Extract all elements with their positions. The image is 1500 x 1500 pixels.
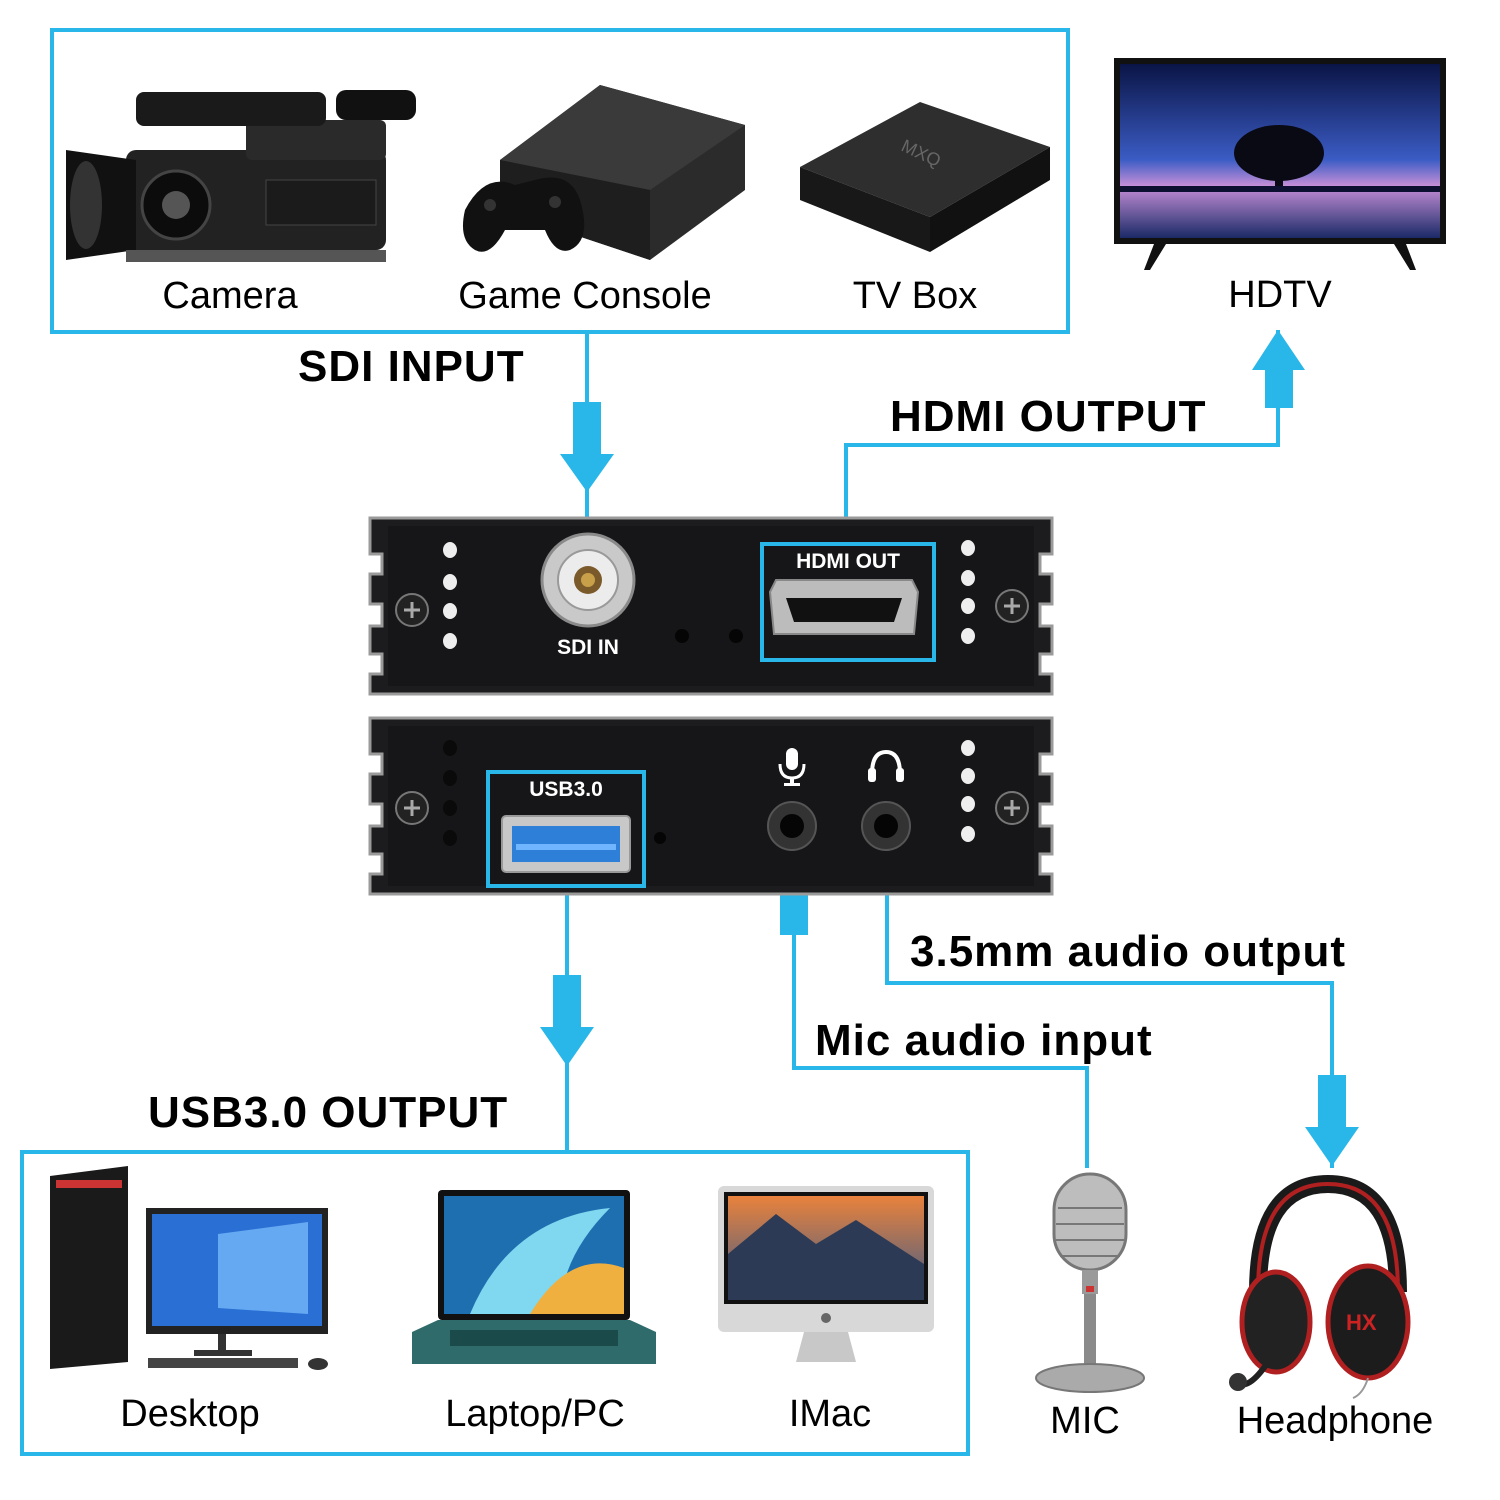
- mic-connector-line: [792, 838, 1089, 1168]
- camera-icon: [66, 90, 416, 262]
- device-front-panel: [368, 516, 1054, 696]
- microphone-icon: [1035, 1172, 1145, 1393]
- desktop-icon: [50, 1166, 328, 1370]
- hdmi-output-title: HDMI OUTPUT: [890, 392, 1207, 441]
- desktop-label: Desktop: [120, 1393, 260, 1435]
- mic-label: MIC: [1050, 1400, 1120, 1442]
- svg-text:HX: HX: [1346, 1310, 1377, 1335]
- audio-output-title: 3.5mm audio output: [910, 927, 1346, 976]
- hdmi-up-arrow: [1252, 330, 1305, 408]
- hdtv-icon: [1114, 58, 1446, 270]
- headphone-icon: HX: [1229, 1174, 1411, 1399]
- tv-box-label: TV Box: [852, 275, 978, 317]
- input-devices-box: [50, 28, 1070, 334]
- sdi-down-arrow: [560, 402, 614, 492]
- usb-output-title: USB3.0 OUTPUT: [148, 1088, 509, 1137]
- headphone-port-icon: [868, 749, 904, 782]
- tv-box-icon: MXQ: [800, 102, 1050, 252]
- device-back-panel: [368, 716, 1054, 896]
- laptop-icon: [412, 1190, 656, 1364]
- headphone-label: Headphone: [1236, 1400, 1434, 1442]
- usb3-port-label: USB3.0: [529, 778, 603, 801]
- usb-down-arrow: [540, 975, 594, 1066]
- laptop-label: Laptop/PC: [445, 1393, 625, 1435]
- usb-output-devices-box: [20, 1150, 970, 1456]
- sdi-in-port-label: SDI IN: [557, 636, 619, 659]
- sdi-input-title: SDI INPUT: [298, 342, 525, 391]
- game-console-label: Game Console: [458, 275, 712, 317]
- camera-label: Camera: [162, 275, 298, 317]
- mic-input-title: Mic audio input: [815, 1016, 1153, 1065]
- mic-port-icon: [778, 748, 806, 786]
- game-console-icon: [462, 85, 745, 260]
- hdtv-label: HDTV: [1228, 274, 1332, 316]
- imac-label: IMac: [788, 1393, 872, 1435]
- hdmi-out-port-label: HDMI OUT: [796, 550, 900, 573]
- headphone-down-arrow: [1305, 1075, 1359, 1166]
- imac-icon: [718, 1186, 934, 1362]
